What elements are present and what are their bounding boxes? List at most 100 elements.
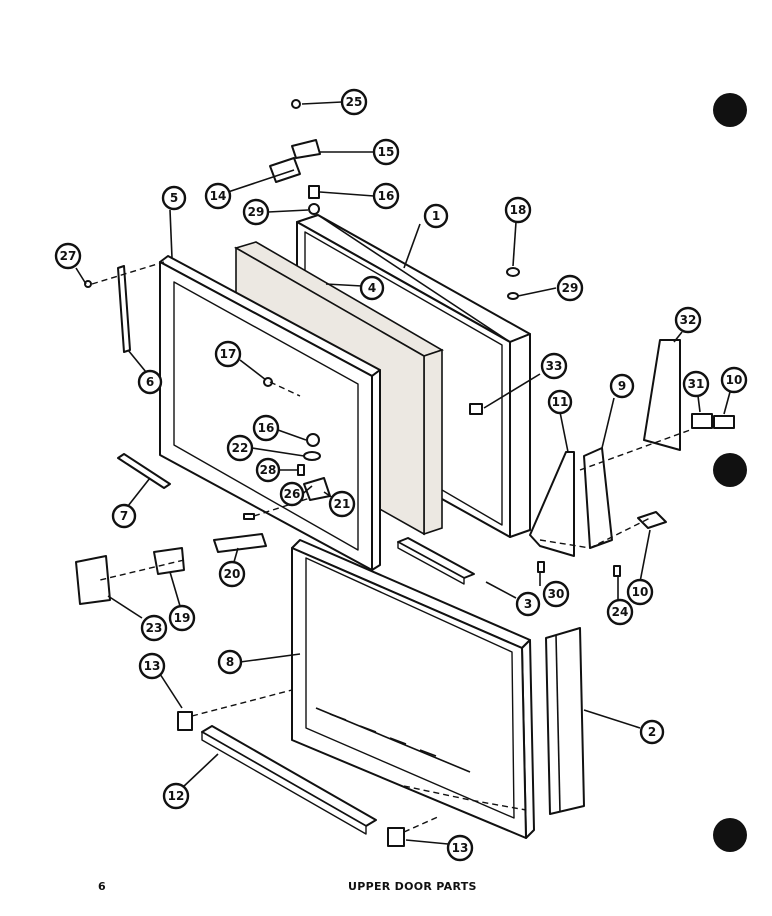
punch-hole-middle [713, 453, 747, 487]
part-29-washer-right [507, 292, 519, 300]
callout-15: 15 [372, 138, 400, 166]
callout-14: 14 [204, 182, 232, 210]
callout-4: 4 [359, 275, 385, 301]
svg-text:25: 25 [346, 95, 363, 109]
part-11-bracket [529, 451, 575, 557]
callout-31: 31 [682, 370, 710, 398]
callout-7: 7 [111, 503, 137, 529]
svg-text:17: 17 [220, 347, 237, 361]
svg-text:32: 32 [680, 313, 697, 327]
part-29-washer-top [308, 203, 320, 215]
part-15-hinge [291, 139, 321, 159]
svg-text:29: 29 [248, 205, 265, 219]
part-14-hinge-plate [269, 157, 301, 183]
svg-text:22: 22 [232, 441, 249, 455]
part-24-screw [613, 565, 621, 577]
callout-21: 21 [328, 490, 356, 518]
svg-text:11: 11 [552, 395, 569, 409]
svg-text:3: 3 [524, 597, 532, 611]
svg-text:7: 7 [120, 509, 128, 523]
part-16-bushing-lower [306, 433, 320, 447]
punch-hole-top [713, 93, 747, 127]
callout-leaders [75, 101, 731, 845]
callout-20: 20 [218, 560, 246, 588]
part-23-bracket [75, 555, 111, 605]
callout-22: 22 [226, 434, 254, 462]
part-25-screw [291, 99, 301, 109]
callout-13-upper: 13 [138, 652, 166, 680]
svg-text:28: 28 [260, 463, 277, 477]
callout-13-lower: 13 [446, 834, 474, 862]
svg-text:14: 14 [210, 189, 227, 203]
svg-text:18: 18 [510, 203, 527, 217]
callout-5: 5 [161, 185, 187, 211]
part-28-screw [297, 464, 305, 476]
callout-9: 9 [609, 373, 635, 399]
svg-text:23: 23 [146, 621, 163, 635]
svg-text:12: 12 [168, 789, 185, 803]
svg-text:19: 19 [174, 611, 191, 625]
svg-text:29: 29 [562, 281, 579, 295]
callout-12: 12 [162, 782, 190, 810]
callout-10-lower: 10 [626, 578, 654, 606]
svg-text:24: 24 [612, 605, 629, 619]
callout-18: 18 [504, 196, 532, 224]
diagram-caption: UPPER DOOR PARTS [348, 880, 477, 893]
svg-text:1: 1 [432, 209, 440, 223]
callout-3: 3 [515, 591, 541, 617]
callout-27: 27 [54, 242, 82, 270]
part-27-screw [84, 280, 92, 288]
part-18-cap [506, 267, 520, 277]
part-10-spacer-bottom [637, 511, 667, 529]
part-7-bottom-strip [117, 453, 171, 489]
part-8-door-liner [291, 539, 535, 839]
callout-6: 6 [137, 369, 163, 395]
callout-28: 28 [255, 457, 281, 483]
svg-text:30: 30 [548, 587, 565, 601]
callout-8: 8 [217, 649, 243, 675]
page-number: 6 [98, 880, 106, 893]
callout-11: 11 [547, 389, 573, 415]
svg-text:31: 31 [688, 377, 705, 391]
callout-29-upper: 29 [242, 198, 270, 226]
svg-text:33: 33 [546, 359, 563, 373]
punch-hole-bottom [713, 818, 747, 852]
part-33-clip [469, 403, 483, 415]
callout-32: 32 [674, 306, 702, 334]
svg-text:26: 26 [284, 487, 301, 501]
part-12-bottom-rail [201, 725, 377, 835]
callout-19: 19 [168, 604, 196, 632]
callout-23: 23 [140, 614, 168, 642]
svg-text:2: 2 [648, 725, 656, 739]
part-30-screw [537, 561, 545, 573]
svg-text:8: 8 [226, 655, 234, 669]
svg-text:16: 16 [258, 421, 275, 435]
svg-text:27: 27 [60, 249, 77, 263]
callout-16-lower: 16 [252, 414, 280, 442]
callout-2: 2 [639, 719, 665, 745]
callout-25: 25 [340, 88, 368, 116]
part-13-clip-left [177, 711, 193, 731]
part-3-handle-bar [397, 537, 475, 585]
part-2-trim-strip [545, 627, 585, 815]
svg-text:13: 13 [144, 659, 161, 673]
part-31-spacer [691, 413, 713, 429]
part-10-spacer-top [713, 415, 735, 429]
svg-text:6: 6 [146, 375, 154, 389]
svg-text:15: 15 [378, 145, 395, 159]
callout-33: 33 [540, 352, 568, 380]
part-22-washer [303, 451, 321, 461]
svg-text:10: 10 [726, 373, 743, 387]
callout-1: 1 [423, 203, 449, 229]
svg-text:21: 21 [334, 497, 351, 511]
svg-text:10: 10 [632, 585, 649, 599]
svg-text:20: 20 [224, 567, 241, 581]
svg-text:4: 4 [368, 281, 376, 295]
callout-24: 24 [606, 598, 634, 626]
assembly-guide-lines [91, 261, 691, 833]
part-6-side-strip [117, 265, 131, 353]
svg-text:13: 13 [452, 841, 469, 855]
part-32-bracket [643, 339, 681, 451]
callout-10-upper: 10 [720, 366, 748, 394]
